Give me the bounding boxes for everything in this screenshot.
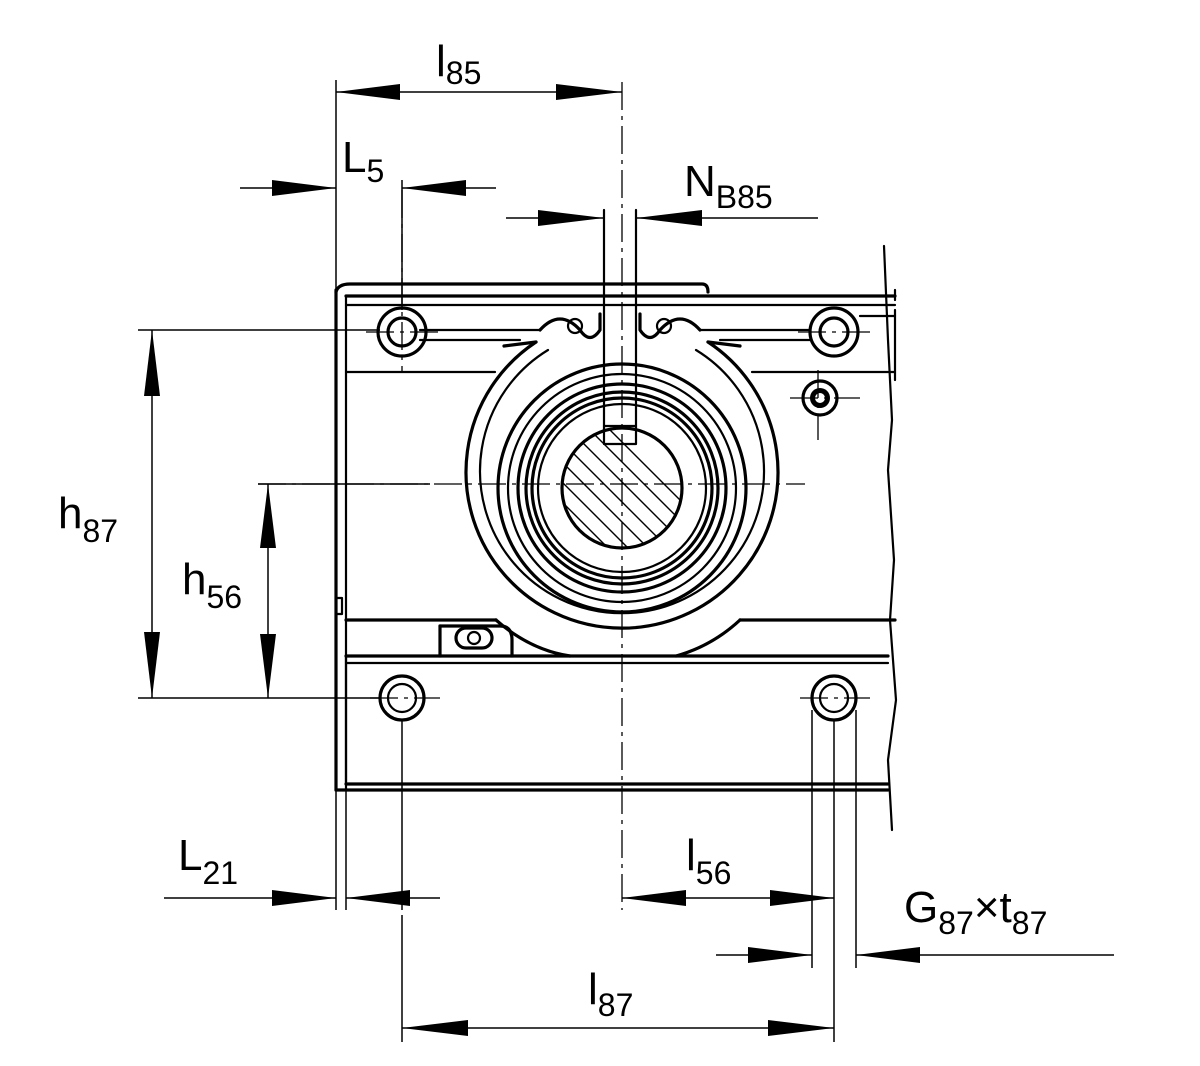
label-l5: L5 xyxy=(342,133,384,189)
label-nb85: NB85 xyxy=(684,157,773,215)
housing-outline xyxy=(334,282,897,792)
grease-nipple xyxy=(454,626,494,650)
label-l87: l87 xyxy=(588,965,633,1023)
label-h87: h87 xyxy=(58,489,118,549)
label-g87-t87: G87×t87 xyxy=(904,883,1047,941)
label-l85: l85 xyxy=(436,37,481,91)
dimension-lines xyxy=(144,84,1114,1036)
label-l21: L21 xyxy=(178,831,238,891)
label-l56: l56 xyxy=(686,831,731,891)
extension-lines xyxy=(138,80,857,1042)
dimension-labels: l85 L5 NB85 h87 h56 L21 l56 G87×t87 l87 xyxy=(58,37,1047,1023)
label-h56: h56 xyxy=(182,555,242,615)
break-line xyxy=(882,244,898,832)
mounting-holes xyxy=(376,306,860,722)
